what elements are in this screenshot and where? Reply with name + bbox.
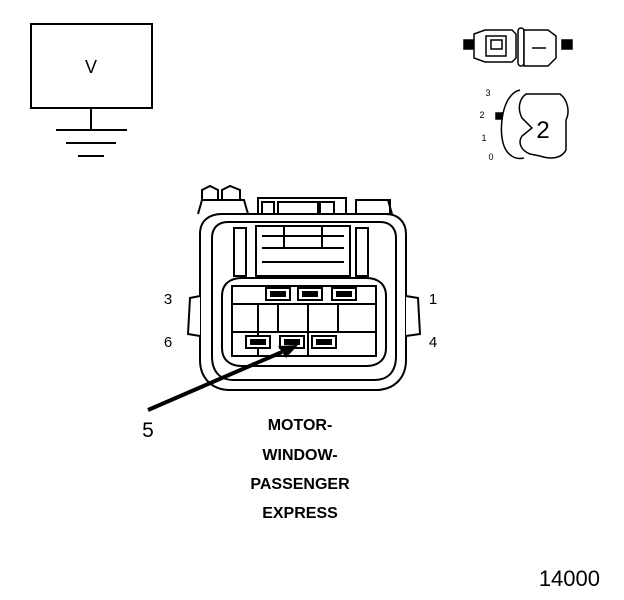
pin-label-6: 6 — [164, 334, 172, 351]
terminals-top-row — [265, 287, 357, 301]
selector-position-0: 0 — [488, 152, 493, 162]
caption-line-4: EXPRESS — [262, 505, 338, 522]
pin-label-3: 3 — [164, 291, 172, 308]
probe-icon — [463, 27, 573, 67]
rib-right — [355, 227, 369, 277]
pin-label-4: 4 — [429, 334, 437, 351]
pin-5-pointer — [147, 345, 298, 412]
selector-knob-icon — [495, 89, 569, 160]
caption-line-3: PASSENGER — [250, 476, 350, 493]
latch-tab-left-1 — [201, 184, 219, 201]
voltmeter-label: V — [85, 57, 97, 77]
caption-line-2: WINDOW- — [262, 447, 338, 464]
pin-label-1: 1 — [429, 291, 437, 308]
side-clip-right — [405, 295, 422, 337]
selector-position-2: 2 — [479, 110, 484, 120]
selector-selected-value: 2 — [536, 117, 549, 144]
figure-number: 14000 — [538, 566, 600, 591]
latch-tab-right — [355, 199, 391, 215]
terminals-bottom-row — [245, 335, 337, 349]
latch-tab-left-2 — [221, 184, 241, 201]
caption-line-1: MOTOR- — [267, 417, 333, 434]
rib-left — [233, 227, 247, 277]
pin-label-5: 5 — [142, 419, 154, 442]
selector-position-1: 1 — [481, 133, 486, 143]
selector-position-3: 3 — [485, 88, 490, 98]
side-clip-left — [186, 295, 201, 337]
voltmeter-symbol — [30, 23, 153, 157]
